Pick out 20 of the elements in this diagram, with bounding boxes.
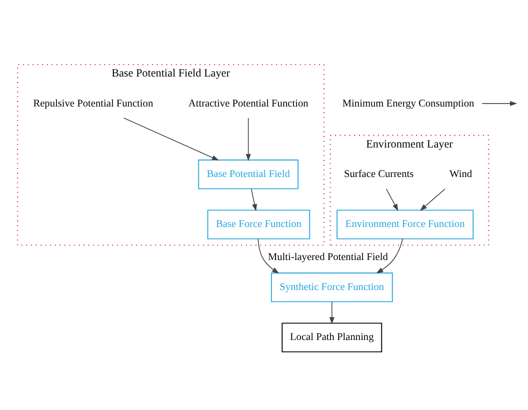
node-text: Minimum Energy Consumption [342,98,474,110]
node-text: Attractive Potential Function [188,98,308,110]
node-text: Wind [450,169,472,180]
arrow [258,238,280,274]
node-box: Base Force Function [207,210,310,240]
arrow [376,238,404,274]
edge-label: Multi-layered Potential Field [268,252,388,263]
node-box: Environment Force Function [336,210,474,240]
arrow [250,188,257,212]
node-box: Synthetic Force Function [270,272,393,302]
arrow [329,302,334,324]
arrow [246,118,251,162]
node-box: Local Path Planning [282,322,382,352]
arrow [482,101,518,106]
arrow [123,118,220,161]
node-box: Base Potential Field [198,160,299,190]
arrow [386,188,398,212]
arrow [420,188,446,211]
node-text: Surface Currents [344,169,414,180]
node-text: Repulsive Potential Function [33,98,154,110]
